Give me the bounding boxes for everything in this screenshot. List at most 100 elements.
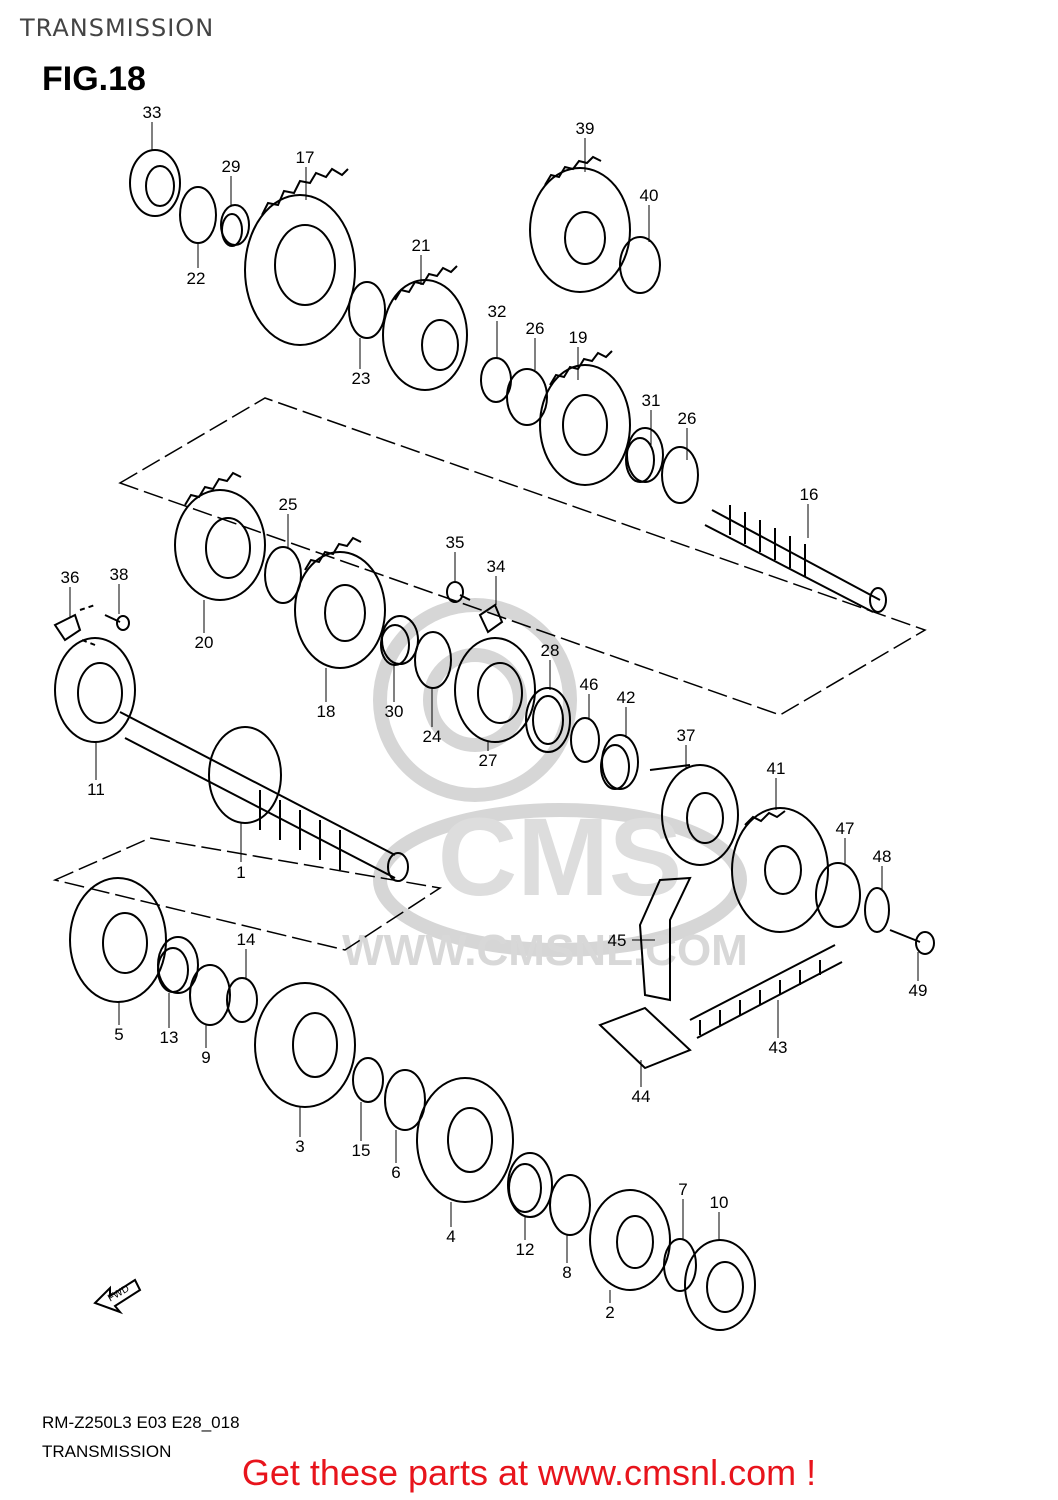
callout-2: 2 [605, 1303, 614, 1322]
callout-8: 8 [562, 1263, 571, 1282]
watermark-logo: CMS [438, 796, 682, 919]
callout-13: 13 [160, 1028, 179, 1047]
callout-32: 32 [488, 302, 507, 321]
callout-48: 48 [873, 847, 892, 866]
callout-1: 1 [236, 863, 245, 882]
part-15-circlip [352, 1057, 384, 1103]
part-7-washer [663, 1238, 697, 1292]
callout-29: 29 [222, 157, 241, 176]
part-46-o-ring [570, 717, 600, 763]
callout-37: 37 [677, 726, 696, 745]
cms-watermark [373, 598, 747, 957]
leader-lines [69, 122, 919, 1303]
fwd-arrow-icon: FWD [93, 1278, 142, 1315]
callout-46: 46 [580, 675, 599, 694]
part-38-screw [104, 614, 130, 631]
callout-26b: 26 [678, 409, 697, 428]
callout-17: 17 [296, 148, 315, 167]
callout-23: 23 [352, 369, 371, 388]
callout-3: 3 [295, 1137, 304, 1156]
part-16-shaft [704, 505, 887, 613]
callout-30: 30 [385, 702, 404, 721]
callout-31: 31 [642, 391, 661, 410]
callout-47: 47 [836, 819, 855, 838]
part-25-washer [264, 546, 302, 604]
callout-22: 22 [187, 269, 206, 288]
callout-21: 21 [412, 236, 431, 255]
part-34-plate [478, 603, 504, 634]
callout-26a: 26 [526, 319, 545, 338]
part-9-washer [189, 964, 231, 1026]
part-36-plate [53, 613, 82, 642]
callout-42: 42 [617, 688, 636, 707]
callout-25: 25 [279, 495, 298, 514]
part-17-gear [244, 167, 356, 346]
callout-7: 7 [678, 1180, 687, 1199]
callout-40: 40 [640, 186, 659, 205]
callout-41: 41 [767, 759, 786, 778]
figure-number: FIG.18 [42, 60, 146, 98]
callout-43: 43 [769, 1038, 788, 1057]
callout-45: 45 [608, 931, 627, 950]
upper-shaft-group-outline [118, 397, 927, 716]
callout-5: 5 [114, 1025, 123, 1044]
part-48-washer [864, 887, 890, 933]
part-40-washer [619, 236, 661, 294]
part-3-gear [254, 982, 356, 1108]
part-24-washer [414, 631, 452, 689]
part-39-gear [529, 155, 631, 293]
callout-20: 20 [195, 633, 214, 652]
part-14-circlip [226, 977, 258, 1023]
part-35-bolt [446, 581, 471, 603]
watermark-url: WWW.CMSNL.COM [342, 926, 748, 975]
callout-9: 9 [201, 1048, 210, 1067]
callout-15: 15 [352, 1141, 371, 1160]
callout-28: 28 [541, 641, 560, 660]
callout-36: 36 [61, 568, 80, 587]
part-drawings [53, 149, 935, 1331]
diagram-name: TRANSMISSION [42, 1442, 172, 1461]
callout-6: 6 [391, 1163, 400, 1182]
part-1-countershaft [119, 711, 409, 882]
part-6-washer [384, 1069, 426, 1131]
lower-shaft-group-outline [52, 837, 443, 951]
callout-4: 4 [446, 1227, 455, 1246]
part-23-washer [348, 281, 386, 339]
part-33-bearing [129, 149, 181, 217]
part-28-seal [525, 687, 571, 753]
part-31-bushing [625, 427, 664, 483]
cta-link[interactable]: Get these parts at www.cmsnl.com ! [241, 1452, 817, 1493]
callout-24: 24 [423, 727, 442, 746]
callout-33: 33 [143, 103, 162, 122]
part-43-chain [689, 944, 843, 1039]
part-5-gear [69, 877, 167, 1003]
part-13-bushing [157, 936, 199, 994]
part-41-sprocket [731, 807, 829, 933]
part-42-spacer [600, 734, 639, 790]
part-30-bushing [380, 615, 419, 666]
callout-38: 38 [110, 565, 129, 584]
callout-27: 27 [479, 751, 498, 770]
callout-39: 39 [576, 119, 595, 138]
part-37-retainer [649, 764, 739, 866]
part-4-gear [416, 1077, 514, 1203]
callout-12: 12 [516, 1240, 535, 1259]
callout-16: 16 [800, 485, 819, 504]
callout-11: 11 [87, 780, 105, 799]
part-26-washer-lower [661, 446, 699, 504]
callout-35: 35 [446, 533, 465, 552]
part-10-bearing [684, 1239, 756, 1331]
part-2-gear [589, 1189, 671, 1291]
part-29-bushing [220, 204, 250, 247]
part-26-washer-upper [506, 368, 548, 426]
callout-18: 18 [317, 702, 336, 721]
callout-10: 10 [710, 1193, 729, 1212]
part-11-bearing [54, 637, 136, 743]
part-44-chain-joint [598, 1006, 692, 1070]
callout-14: 14 [237, 930, 256, 949]
model-code: RM-Z250L3 E03 E28_018 [42, 1413, 240, 1432]
callout-49: 49 [909, 981, 928, 1000]
part-19-gear [539, 350, 631, 486]
part-45-guide [638, 876, 692, 1002]
part-27-bearing [454, 637, 536, 743]
